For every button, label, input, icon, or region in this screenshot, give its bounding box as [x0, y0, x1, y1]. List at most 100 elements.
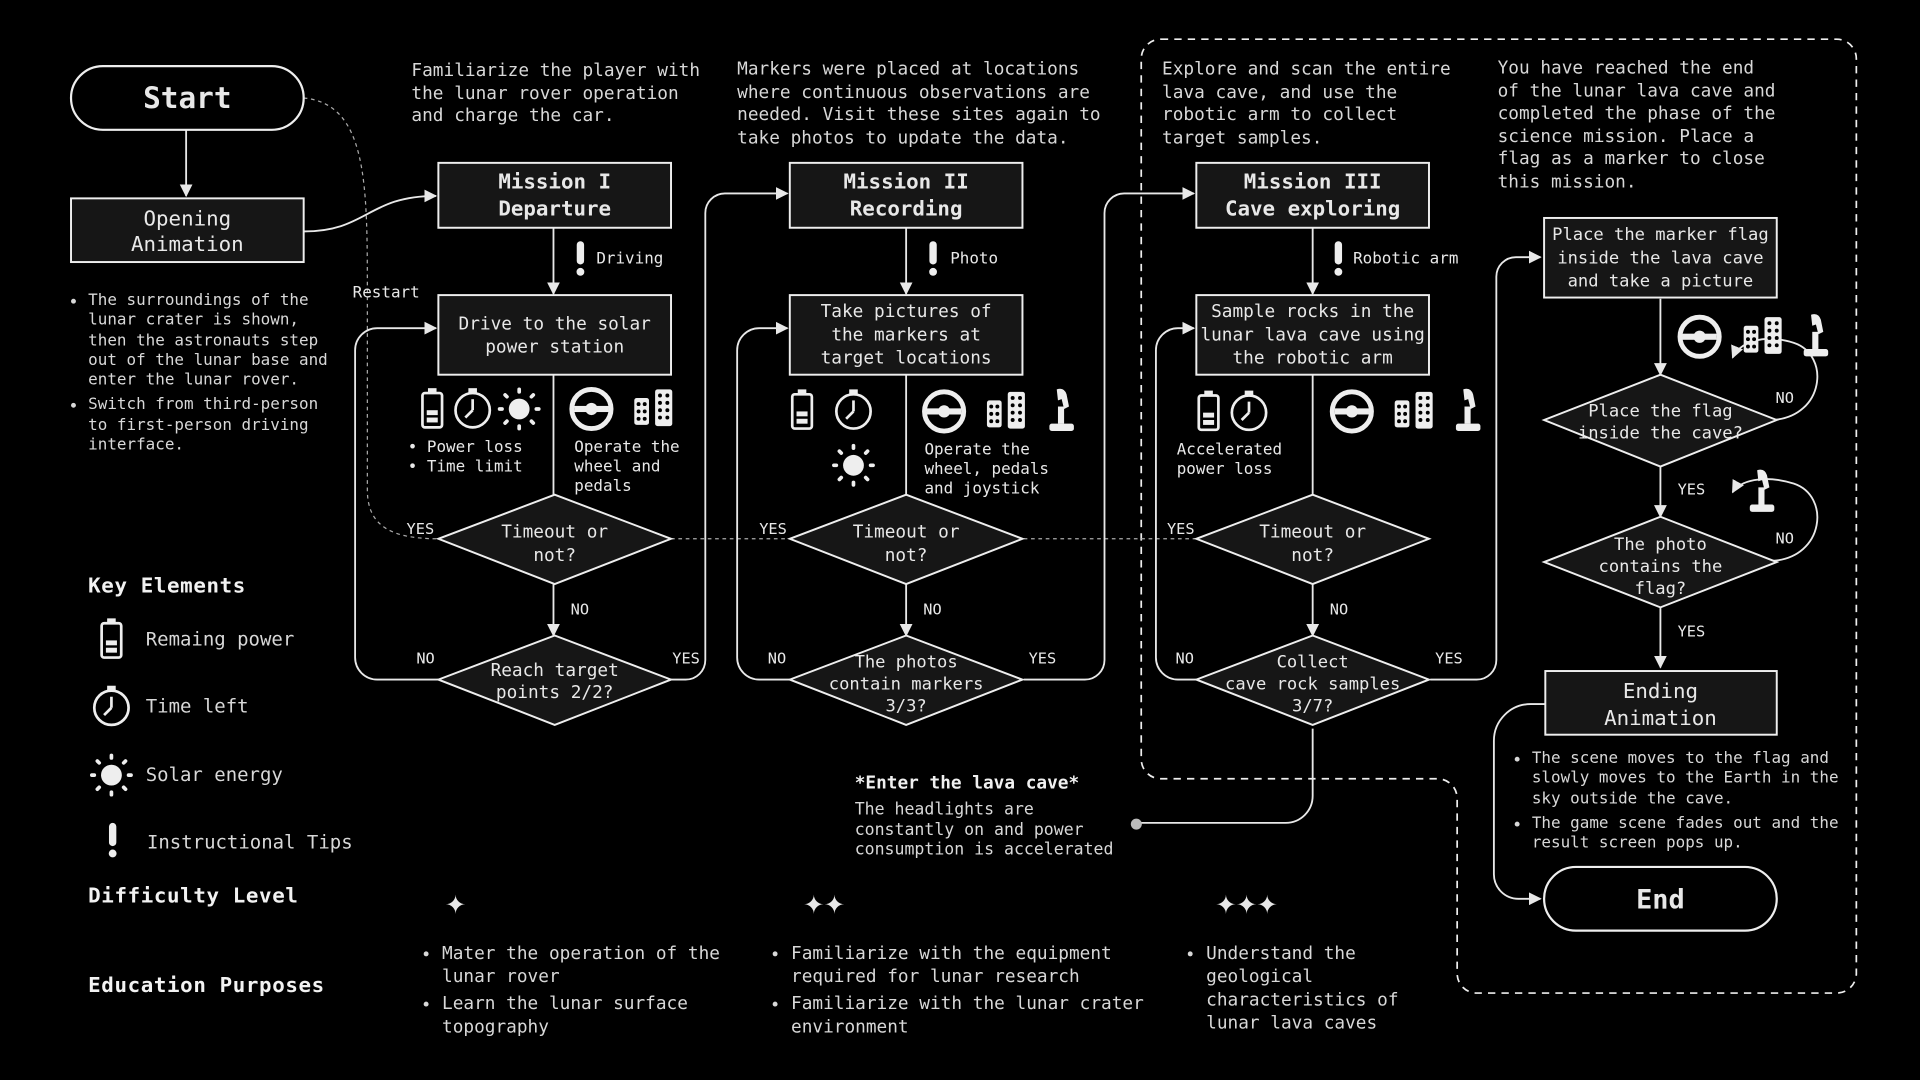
mission1-title-line-2: Departure [498, 197, 611, 221]
ending-note-2: The game scene fades out and the result … [1532, 814, 1856, 854]
mission2-timeout-line-1: Timeout or [853, 523, 960, 543]
battery-icon [421, 386, 444, 429]
final-q1-no: NO [1776, 389, 1794, 407]
stopwatch-icon [1230, 389, 1268, 432]
mission1-controls-1: Operate the [574, 437, 679, 456]
legend-exclamation-icon [108, 822, 117, 858]
legend-sun-label: Solar energy [145, 764, 283, 787]
stopwatch-icon [834, 388, 872, 430]
education-m3-item-1: Understand the geological characteristic… [1206, 943, 1439, 1036]
mission2-task-line-2: the markers at [831, 325, 981, 345]
education-m1-item-2: Learn the lunar surface topography [442, 993, 766, 1040]
m3-no-check: NO [1176, 650, 1194, 668]
mission2-check-line-2: contain markers [829, 674, 984, 694]
mission2-timeout-line-2: not? [885, 546, 928, 566]
legend-battery-icon [100, 617, 123, 659]
final-q1-line-2: inside the cave? [1578, 423, 1743, 443]
mission3-title-line-1: Mission III [1244, 170, 1382, 194]
mission3-check-line-3: 3/7? [1292, 696, 1333, 716]
sun-icon [832, 443, 875, 487]
education-heading: Education Purposes [88, 973, 325, 998]
mission3-task-line-3: the robotic arm [1233, 349, 1393, 369]
opening-notes: The surroundings of the lunar crater is … [71, 291, 339, 460]
legend-battery-label: Remaing power [145, 628, 295, 651]
final-q2-no: NO [1776, 530, 1794, 548]
education-mission1: Mater the operation of the lunar rover L… [425, 943, 767, 1043]
opening-animation-line-1: Opening [144, 206, 232, 230]
legend-stopwatch-icon [92, 684, 130, 727]
mission3-task-line-2: lunar lava cave using [1200, 325, 1424, 345]
m1-yes-timeout: YES [407, 520, 435, 538]
steering-wheel-icon [1680, 317, 1719, 356]
mission3-tip-label: Robotic arm [1353, 248, 1458, 267]
difficulty-level-2: ✦✦ [803, 882, 844, 922]
m1-no-timeout: NO [571, 601, 589, 619]
education-m1-item-1: Mater the operation of the lunar rover [442, 943, 766, 990]
mission3-timeout-line-2: not? [1291, 546, 1334, 566]
joystick-icon [1049, 388, 1074, 432]
mission2-title-node [788, 161, 1024, 229]
mission2-title-line-2: Recording [850, 197, 963, 221]
mission2-task-line-1: Take pictures of [821, 302, 992, 322]
final-q2-diamond [1541, 515, 1780, 609]
mission1-constraint-1: • Power loss [408, 437, 523, 456]
joystick-icon [1803, 314, 1829, 357]
steering-wheel-icon [1332, 392, 1371, 431]
mission3-constraint-2: power loss [1177, 459, 1273, 478]
pedals-icon [986, 391, 1025, 429]
mission3-intro: Explore and scan the entire lava cave, a… [1162, 60, 1451, 148]
lava-note-title: *Enter the lava cave* [854, 773, 1080, 794]
mission1-task-line-1: Drive to the solar [459, 314, 652, 334]
final-task-node [1543, 216, 1778, 299]
mission2-timeout-diamond [787, 493, 1026, 586]
mission1-constraint-2: • Time limit [408, 456, 523, 475]
start-label: Start [143, 81, 231, 115]
mission3-tip-icon [1334, 241, 1343, 276]
education-mission2: Familiarize with the equipment required … [774, 943, 1158, 1043]
opening-animation-line-2: Animation [131, 232, 244, 256]
opening-note-2: Switch from third-person to first-person… [88, 396, 339, 456]
pedals-icon [1394, 391, 1433, 429]
mission2-task-node [788, 294, 1024, 376]
mission3-check-diamond [1193, 634, 1432, 726]
mission2-controls-3: and joystick [924, 478, 1039, 497]
steering-wheel-icon [924, 392, 963, 431]
battery-icon [1197, 389, 1220, 432]
stopwatch-icon [454, 386, 492, 429]
final-q1-yes: YES [1678, 481, 1706, 499]
mission3-title-line-2: Cave exploring [1225, 197, 1400, 221]
lava-note-dot [1130, 818, 1142, 830]
education-m2-item-1: Familiarize with the equipment required … [791, 943, 1158, 990]
ending-note-1: The scene moves to the flag and slowly m… [1532, 749, 1856, 809]
education-mission3: Understand the geological characteristic… [1189, 943, 1439, 1040]
mission1-check-line-1: Reach target [491, 661, 619, 681]
mission2-controls-2: wheel, pedals [924, 459, 1049, 478]
m1-no-check: NO [416, 650, 434, 668]
m2-no-timeout: NO [923, 601, 941, 619]
pedals-icon [634, 389, 673, 427]
final-q1-line-1: Place the flag [1588, 401, 1732, 421]
mission2-intro: Markers were placed at locations where c… [737, 60, 1101, 148]
start-node [69, 65, 305, 131]
m3-no-timeout: NO [1330, 601, 1348, 619]
mission2-check-line-1: The photos [855, 652, 958, 672]
legend-stopwatch-label: Time left [145, 695, 249, 718]
final-intro: You have reached the end of the lunar la… [1497, 58, 1776, 192]
mission2-tip-label: Photo [950, 248, 998, 267]
final-q2-line-1: The photo [1614, 535, 1707, 555]
mission3-title-node [1195, 161, 1430, 229]
cave-zone-border [1140, 38, 1858, 994]
mission3-check-line-1: Collect [1277, 652, 1349, 672]
final-q1-diamond [1541, 373, 1780, 468]
connectors [179, 129, 1819, 906]
m3-yes-timeout: YES [1167, 520, 1195, 538]
final-task-line-2: inside the lava cave [1557, 248, 1763, 268]
pedals-icon [1743, 317, 1782, 354]
legend-exclamation-label: Instructional Tips [146, 831, 353, 854]
final-q2-line-3: flag? [1635, 579, 1687, 599]
difficulty-heading: Difficulty Level [88, 884, 299, 909]
mission1-controls-3: pedals [574, 476, 631, 495]
final-q2-yes: YES [1678, 623, 1706, 641]
mission2-controls-1: Operate the [924, 439, 1029, 458]
